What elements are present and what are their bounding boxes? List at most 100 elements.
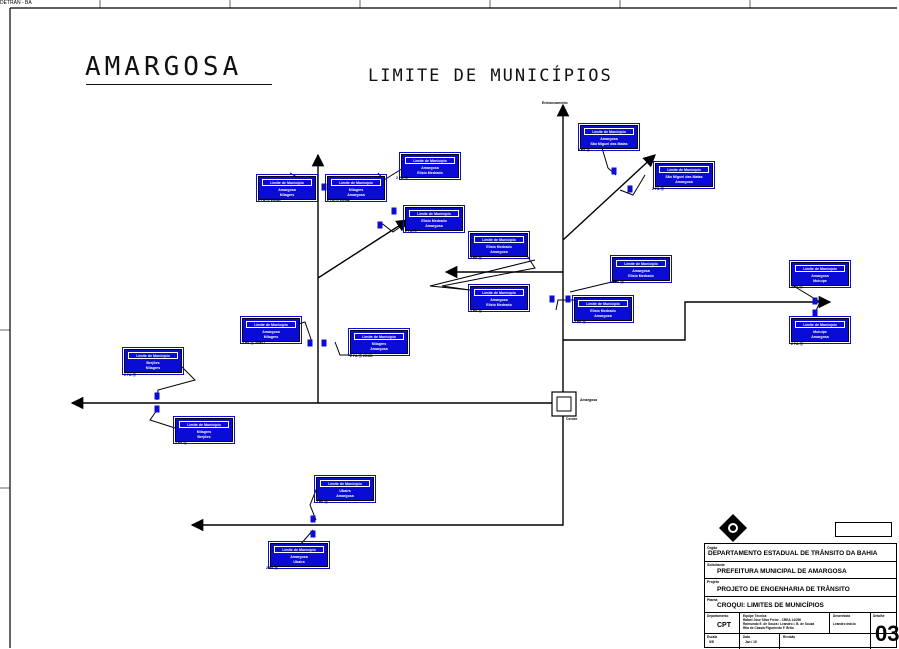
sign-header: Limite de Município [474,236,524,244]
sign-header: Limite de Município [795,265,845,273]
sign-line: Ubaíra [339,489,351,494]
value-orgao: DEPARTAMENTO ESTADUAL DE TRÂNSITO DA BAH… [708,550,878,557]
sign-caption: 2 PA ⓪ [578,148,590,152]
sign-caption: 2 PA ⓪ [175,441,187,445]
title-underline [86,84,272,85]
sign-line: Milagres [196,430,212,435]
sign-caption: 2 PA ⓪ [124,373,136,377]
sign-line: Elísio Medrado [417,170,443,175]
sign-caption: 2 PA ⓪ [396,176,408,180]
label-orgao: Órgão [707,546,718,550]
sign-caption: 2 PA ⓪ [266,566,278,570]
sign-line: Mutuípe [813,278,827,283]
sign-caption: 2 PA ⓪ [470,309,482,313]
sign-line: Amargosa [370,346,388,351]
sign-line: Amargosa [490,298,508,303]
boundary-sign: Limite de Município Mutuípe Amargosa [789,315,851,345]
drawing-subtitle: LIMITE DE MUNICÍPIOS [368,66,613,86]
sign-caption: 2 PA ⓪ [612,280,624,284]
sign-caption: 2 PA ⓪ [574,320,586,324]
sign-line: Mutuípe [813,330,827,335]
label-desenhista: Desenhista [833,614,851,618]
sign-line: Amargosa [675,179,693,184]
sign-caption: 2 PA ⓪ 25/KD [242,341,265,345]
sign-line: Amargosa [278,188,296,193]
sign-line: Milagres [145,365,161,370]
boundary-sign: Limite de Município Ubaíra Amargosa [314,474,376,504]
value-solicitante: PREFEITURA MUNICIPAL DE AMARGOSA [717,568,847,575]
sign-line: Elísio Medrado [486,245,512,250]
sign-header: Limite de Município [578,300,628,308]
sign-line: São Miguel das Matas [665,175,703,180]
sign-caption: 2 PA ⓪ [791,285,803,289]
value-departamento: CPT [717,622,731,629]
boundary-sign: Limite de Município Amargosa Elísio Medr… [610,254,672,284]
road-east [563,295,832,341]
boundary-sign: Limite de Município Amargosa São Miguel … [578,122,640,152]
sign-caption: 2 PA ⓪ 25/KD [327,198,350,202]
boundary-sign: Limite de Município Elísio Medrado Amarg… [403,204,465,234]
sign-line: Elísio Medrado [486,302,512,307]
road-nw-diagonal [317,219,410,279]
label-equipe: Equipe Técnica [743,614,767,618]
road-network [70,103,832,532]
boundary-sign: Limite de Município Amargosa Elísio Medr… [399,151,461,181]
sign-caption: 2 PA ⓪ [652,187,664,191]
boundary-sign: Limite de Município Amargosa Milagres [240,315,302,345]
boundary-sign: Limite de Município Milagres Amargosa [325,173,387,203]
sign-header: Limite de Município [179,421,229,429]
stamp-box [835,522,892,537]
boundary-sign: Limite de Município Amargosa Elísio Medr… [468,283,530,313]
label-projeto: Projeto [707,580,720,584]
sign-caption: 2 PA ⓪ 25/KD [258,198,281,202]
road-ne-diagonal [562,154,656,241]
label-departamento: Departamento [707,614,729,618]
sign-header: Limite de Município [331,179,381,187]
value-equipe-3: Rita de Cássia Figueiredo F. Brito [743,626,794,630]
boundary-sign: Limite de Município São Miguel das Matas… [653,160,715,190]
drawing-title: AMARGOSA [85,52,243,82]
sign-header: Limite de Município [616,260,666,268]
sign-line: Amargosa [811,334,829,339]
value-projeto: PROJETO DE ENGENHARIA DE TRÂNSITO [717,586,850,593]
detran-logo [719,514,747,542]
sign-header: Limite de Município [405,157,455,165]
label-data: Data [743,635,750,639]
sign-line: Amargosa [290,555,308,560]
sign-header: Limite de Município [128,352,178,360]
value-escala: S/E [709,640,715,644]
town-center-symbol [551,391,577,417]
sign-line: Elísio Medrado [590,309,616,314]
sign-header: Limite de Município [409,210,459,218]
sign-posts [154,167,818,538]
sign-caption: 2 PA ⓪ [405,229,417,233]
boundary-sign: Limite de Município Elísio Medrado Amarg… [468,230,530,260]
boundary-sign: Limite de Município Milagres Amargosa [348,327,410,357]
sign-line: Milagres [348,188,364,193]
sign-header: Limite de Município [584,128,634,136]
sign-caption: 2 PA ⓪ 25/KD [350,354,373,358]
boundary-sign: Limite de Município Amargosa Mutuípe [789,259,851,289]
detail-number: 03 [875,621,899,646]
boundary-sign: Limite de Município Brejões Milagres [122,346,184,376]
sign-line: Elísio Medrado [628,273,654,278]
sign-line: Amargosa [336,493,354,498]
value-equipe-1: Rafael José Silva Freire - CREA 14/250 [743,618,802,622]
sign-line: Brejões [197,434,211,439]
label-revisao: Revisão [783,635,796,639]
boundary-sign: Limite de Município Amargosa Ubaíra [268,540,330,570]
town-label-top: Entroncamento [542,101,568,105]
sign-line: Amargosa [262,330,280,335]
sign-header: Limite de Município [354,333,404,341]
sign-line: Amargosa [600,137,618,142]
sign-line: Amargosa [490,249,508,254]
sign-line: Amargosa [421,166,439,171]
sign-line: Elísio Medrado [421,219,447,224]
sign-header: Limite de Município [795,321,845,329]
sign-header: Limite de Município [274,546,324,554]
value-data: Jan / 19 [745,640,757,644]
title-block: Órgão DEPARTAMENTO ESTADUAL DE TRÂNSITO … [704,543,897,649]
sign-line: Amargosa [811,274,829,279]
sign-caption: 2 PA ⓪ [470,256,482,260]
